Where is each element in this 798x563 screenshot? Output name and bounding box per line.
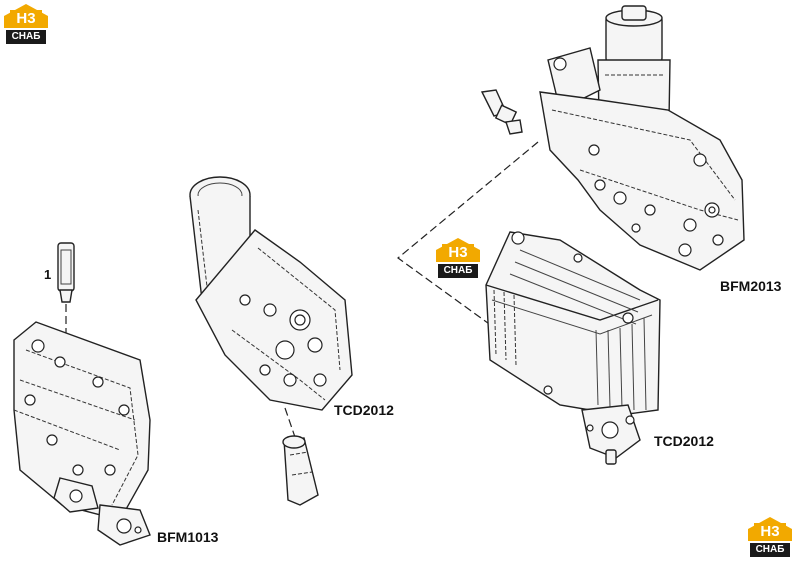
tcd2012-filter-head (189, 176, 353, 506)
callout-1: 1 (44, 267, 51, 282)
label-bfm1013: BFM1013 (157, 529, 219, 545)
logo-sub: CHAБ (6, 30, 46, 44)
logo-mark: H3 (10, 10, 42, 28)
label-tcd2012-upper: TCD2012 (334, 402, 394, 418)
logo-sub: CHAБ (438, 264, 478, 278)
watermark-logo-bottom-right: H3 CHAБ (746, 515, 794, 559)
label-tcd2012-lower: TCD2012 (654, 433, 714, 449)
watermark-logo-center: H3 CHAБ (434, 236, 482, 280)
logo-sub: CHAБ (750, 543, 790, 557)
tcd2012-oil-cooler (485, 231, 661, 465)
logo-mark: H3 (442, 244, 474, 262)
connection-leader (397, 141, 539, 327)
bfm2013-filter-head (480, 5, 745, 271)
logo-mark: H3 (754, 523, 786, 541)
watermark-logo-top-left: H3 CHAБ (2, 2, 50, 46)
label-bfm2013: BFM2013 (720, 278, 782, 294)
bfm1013-oil-block (13, 242, 151, 546)
